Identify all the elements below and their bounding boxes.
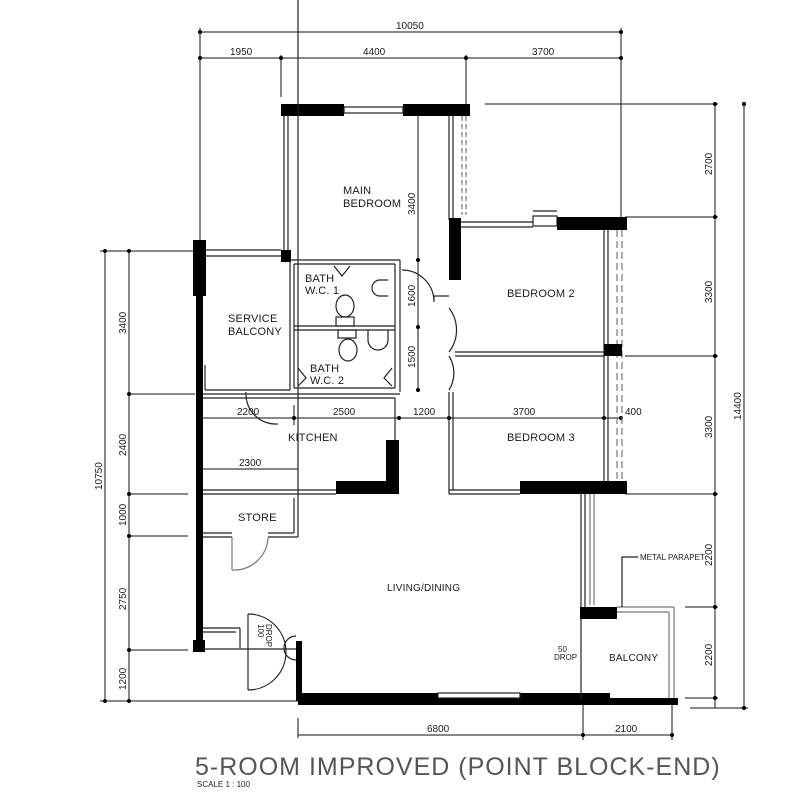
dim-right-1: 2700 bbox=[704, 152, 715, 175]
room-label-living-dining: LIVING/DINING bbox=[387, 583, 460, 594]
dim-mid-2: 2500 bbox=[333, 407, 356, 418]
dim-bottom-1: 6800 bbox=[427, 724, 450, 735]
dim-top-2: 4400 bbox=[363, 47, 386, 58]
room-label-bath-wc-1: BATH W.C. 1 bbox=[305, 273, 339, 297]
dimension-labels: 10050 1950 4400 3700 2700 3300 3300 2200… bbox=[94, 21, 744, 735]
dim-right-2: 3300 bbox=[704, 280, 715, 303]
plan-scale: SCALE 1 : 100 bbox=[197, 780, 250, 789]
dim-mid-5: 400 bbox=[625, 407, 642, 418]
dim-left-1: 3400 bbox=[118, 311, 129, 334]
plan-title: 5-ROOM IMPROVED (POINT BLOCK-END) bbox=[195, 753, 721, 781]
metal-parapet-note: METAL PARAPET bbox=[640, 553, 705, 562]
dim-left-5: 1200 bbox=[118, 667, 129, 690]
dim-left-overall: 10750 bbox=[94, 462, 105, 490]
dim-right-overall: 14400 bbox=[733, 392, 744, 420]
dim-top-3: 3700 bbox=[532, 47, 555, 58]
room-label-bedroom-2: BEDROOM 2 bbox=[507, 288, 575, 300]
walls bbox=[193, 0, 678, 705]
drop-100-note: 100 DROP bbox=[256, 624, 273, 647]
dim-right-4: 2200 bbox=[704, 543, 715, 566]
room-labels: MAIN BEDROOM BEDROOM 2 BEDROOM 3 BATH W.… bbox=[228, 185, 658, 664]
dim-kitchen-counter: 2300 bbox=[239, 458, 262, 469]
dim-top-1: 1950 bbox=[230, 47, 253, 58]
room-label-main-bedroom: MAIN BEDROOM bbox=[343, 185, 401, 210]
dim-mid-4: 3700 bbox=[513, 407, 536, 418]
room-label-store: STORE bbox=[238, 512, 277, 524]
dim-left-3: 1000 bbox=[118, 503, 129, 526]
dim-main-bedroom: 3400 bbox=[407, 192, 418, 215]
drop-50-note: 50 DROP bbox=[554, 645, 577, 662]
dim-left-4: 2750 bbox=[118, 587, 129, 610]
doors-and-fixtures bbox=[231, 210, 557, 691]
room-label-bath-wc-2: BATH W.C. 2 bbox=[310, 363, 344, 387]
dim-right-3: 3300 bbox=[704, 415, 715, 438]
dim-bottom-2: 2100 bbox=[615, 724, 638, 735]
dimension-lines bbox=[100, 28, 748, 740]
room-label-balcony: BALCONY bbox=[609, 653, 658, 664]
dim-mid-3: 1200 bbox=[413, 407, 436, 418]
dim-right-5: 2200 bbox=[704, 643, 715, 666]
dim-bath-2: 1500 bbox=[407, 345, 418, 368]
room-label-bedroom-3: BEDROOM 3 bbox=[507, 432, 575, 444]
dim-mid-1: 2200 bbox=[237, 407, 260, 418]
annotations: METAL PARAPET 50 DROP 100 DROP bbox=[256, 553, 705, 662]
room-label-service-balcony: SERVICE BALCONY bbox=[228, 313, 282, 338]
dim-top-overall: 10050 bbox=[396, 21, 424, 32]
dim-bath-1: 1600 bbox=[407, 284, 418, 307]
dim-left-2: 2400 bbox=[118, 433, 129, 456]
room-label-kitchen: KITCHEN bbox=[288, 432, 338, 444]
